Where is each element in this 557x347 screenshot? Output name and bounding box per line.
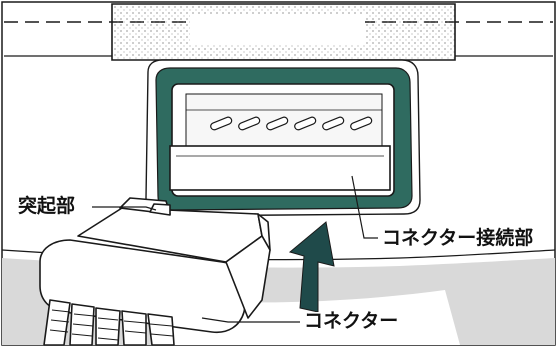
label-protrusion: 突起部 bbox=[16, 197, 77, 216]
grip bbox=[148, 314, 174, 345]
grip bbox=[122, 311, 146, 345]
label-connector: コネクター bbox=[302, 312, 400, 331]
label-connector-port: コネクター接続部 bbox=[380, 229, 535, 248]
port-plate bbox=[170, 146, 390, 190]
upper-panel-blank bbox=[190, 14, 365, 44]
